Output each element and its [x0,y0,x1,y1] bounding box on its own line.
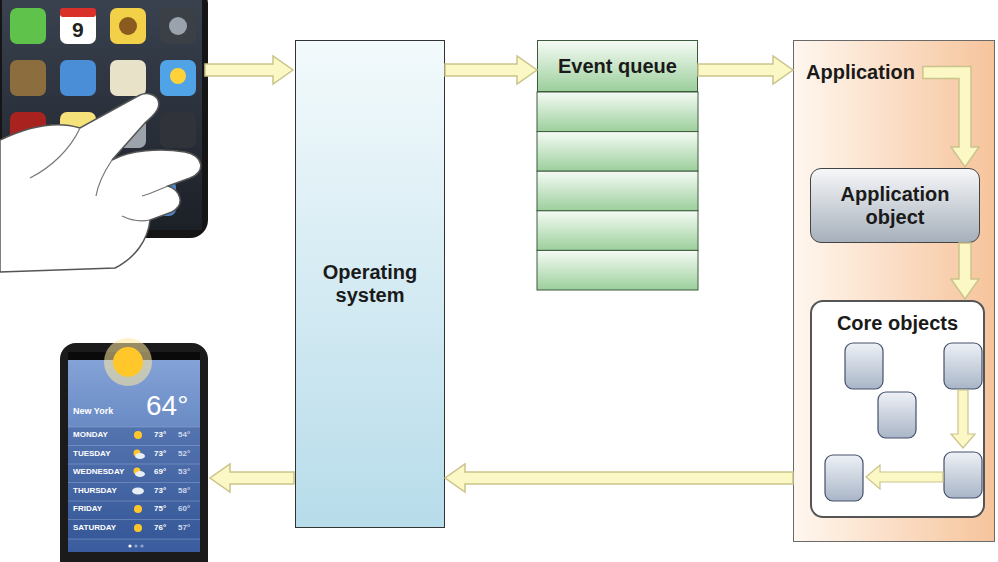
object-message-arrow [951,390,975,448]
low-temperature: 54° [178,431,190,439]
queue-cells [537,92,698,290]
weekday: SATURDAY [73,524,116,532]
phone-touch-illustration [0,0,208,272]
weekday: FRIDAY [73,505,102,513]
high-temperature: 69° [154,468,166,476]
current-temperature: 64° [146,392,188,420]
flow-arrow [445,56,537,84]
os-box: Operating system [295,40,445,528]
object-box: Application object [810,168,980,243]
weekday: THURSDAY [73,487,117,495]
object-squares [825,343,982,501]
low-temperature: 57° [178,524,190,532]
high-temperature: 73° [154,431,166,439]
city-name: New York [73,407,113,416]
node-label: Application [806,61,915,84]
high-temperature: 76° [154,524,166,532]
node-label: Core objects [837,312,958,335]
weekday: WEDNESDAY [73,468,124,476]
flow-arrow [923,67,979,168]
weekday: TUESDAY [73,450,111,458]
flow-arrow [698,56,793,84]
object-message-arrow [866,465,943,489]
queue-header: Event queue [537,40,698,92]
high-temperature: 73° [154,450,166,458]
high-temperature: 75° [154,505,166,513]
flow-arrow [951,243,979,299]
low-temperature: 60° [178,505,190,513]
low-temperature: 53° [178,468,190,476]
node-label: Application object [819,183,971,229]
touch-input-arrow [205,56,293,84]
node-label: Operating system [306,261,434,307]
node-label: Event queue [558,55,677,78]
flow-arrow [445,464,793,492]
phone-weather-illustration [60,338,208,562]
calendar-date: 9 [72,19,84,40]
low-temperature: 52° [178,450,190,458]
weekday: MONDAY [73,431,108,439]
low-temperature: 58° [178,487,190,495]
display-output-arrow [210,464,294,492]
high-temperature: 73° [154,487,166,495]
